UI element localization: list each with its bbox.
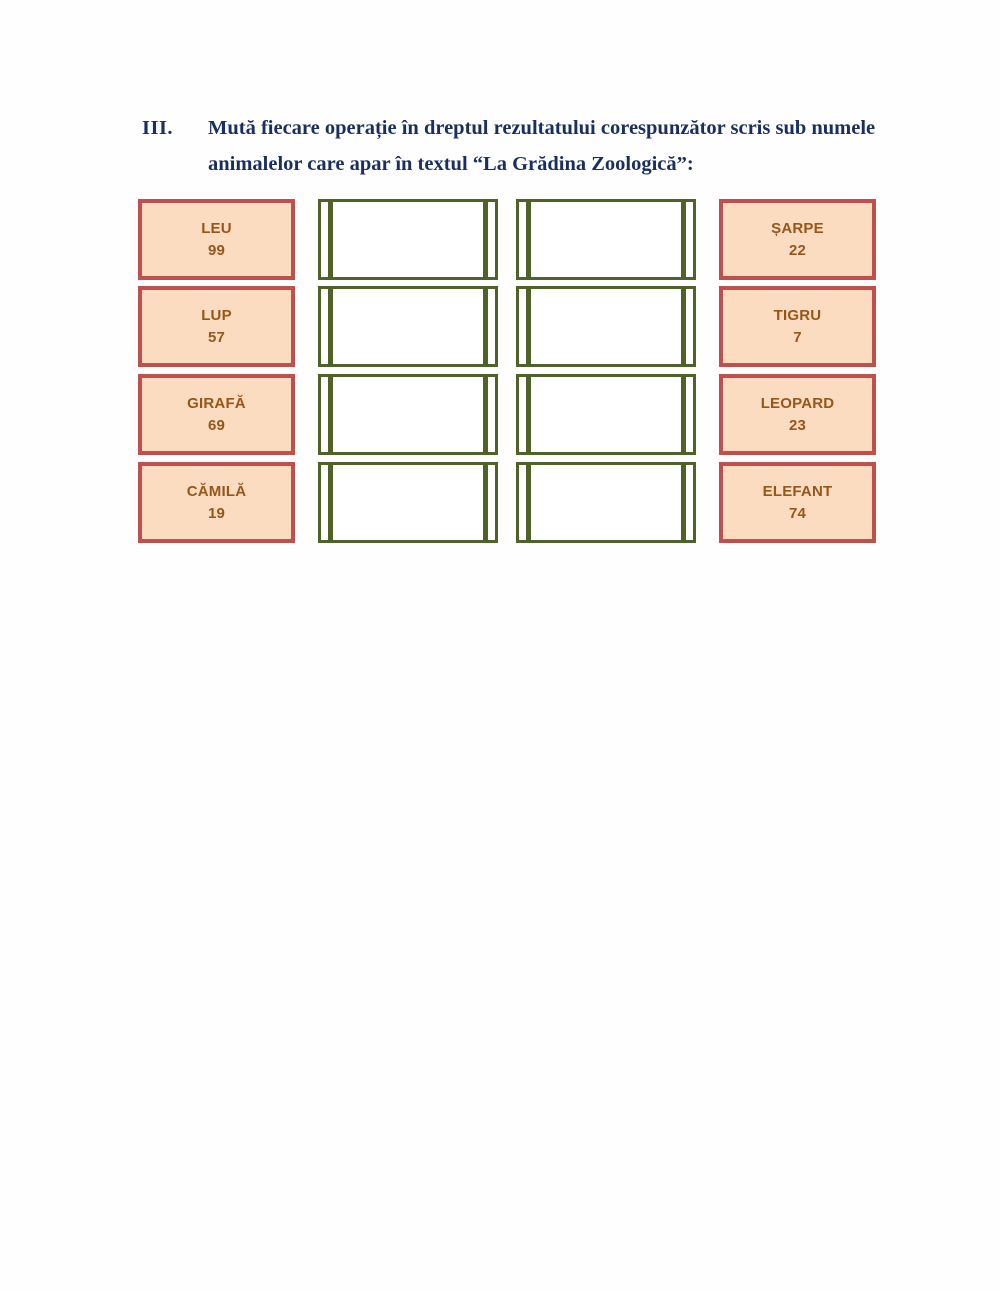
animal-card-leu[interactable]: LEU 99 [138,199,295,280]
animal-card-sarpe[interactable]: ȘARPE 22 [719,199,876,280]
drop-slot-inner-frame [328,286,488,367]
instruction-block: III. Mută fiecare operație în dreptul re… [142,110,902,182]
instruction-number: III. [142,117,174,139]
drop-slot[interactable] [516,374,696,455]
drop-slot-inner-frame [526,286,686,367]
drop-slot-inner-frame [526,199,686,280]
drop-slot-inner-frame [328,374,488,455]
drop-slot[interactable] [516,199,696,280]
animal-card-value: 7 [793,328,802,346]
animal-card-camila[interactable]: CĂMILĂ 19 [138,462,295,543]
drop-slot-inner-frame [328,462,488,543]
board-row: CĂMILĂ 19 ELEFANT 74 [138,462,876,543]
animal-card-value: 74 [788,504,807,522]
animal-card-name: ȘARPE [771,219,824,237]
animal-card-value: 99 [207,241,226,259]
drop-slot-inner-frame [526,462,686,543]
animal-card-name: ELEFANT [762,482,833,500]
drop-slot[interactable] [318,199,498,280]
animal-card-name: CĂMILĂ [186,482,247,500]
drop-slot[interactable] [318,286,498,367]
board-row: GIRAFĂ 69 LEOPARD 23 [138,374,876,455]
animal-card-name: LEOPARD [760,394,835,412]
animal-card-tigru[interactable]: TIGRU 7 [719,286,876,367]
drop-slot[interactable] [516,462,696,543]
drop-slot[interactable] [516,286,696,367]
animal-card-value: 23 [788,416,807,434]
instruction-text: Mută fiecare operație în dreptul rezulta… [208,117,876,175]
board-row: LEU 99 ȘARPE 22 [138,199,876,280]
drop-slot-inner-frame [526,374,686,455]
animal-card-name: LUP [201,306,232,324]
animal-card-value: 22 [788,241,807,259]
drop-slot[interactable] [318,462,498,543]
animal-card-name: GIRAFĂ [187,394,246,412]
animal-card-girafa[interactable]: GIRAFĂ 69 [138,374,295,455]
animal-card-leopard[interactable]: LEOPARD 23 [719,374,876,455]
animal-card-value: 57 [207,328,226,346]
animal-card-name: LEU [201,219,232,237]
drop-slot[interactable] [318,374,498,455]
matching-board: LEU 99 ȘARPE 22 LUP 57 [138,199,876,545]
drop-slot-inner-frame [328,199,488,280]
animal-card-value: 19 [207,504,226,522]
animal-card-name: TIGRU [773,306,822,324]
animal-card-lup[interactable]: LUP 57 [138,286,295,367]
board-row: LUP 57 TIGRU 7 [138,286,876,367]
animal-card-elefant[interactable]: ELEFANT 74 [719,462,876,543]
animal-card-value: 69 [207,416,226,434]
